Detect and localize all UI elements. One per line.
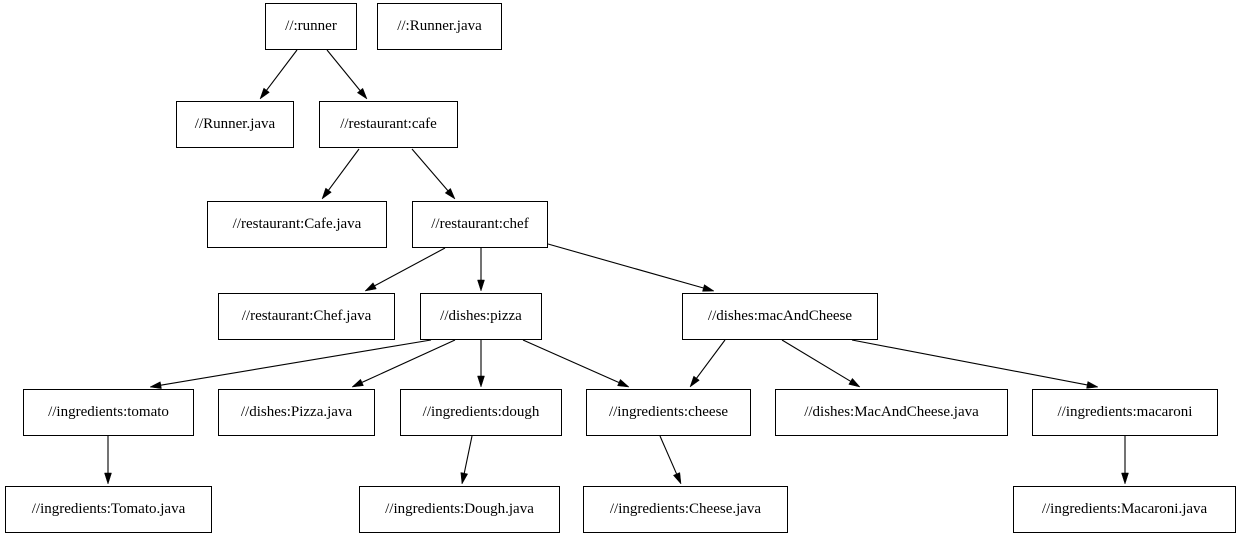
edge-arrowhead-icon bbox=[702, 284, 715, 292]
edge-line bbox=[374, 247, 446, 287]
graph-edge-dishes_pizza-to-dishes_pizza_java bbox=[351, 339, 456, 388]
edge-line bbox=[160, 339, 432, 386]
graph-node-label: //ingredients:macaroni bbox=[1057, 404, 1193, 420]
edge-line bbox=[328, 148, 360, 191]
graph-node-label: //restaurant:chef bbox=[431, 216, 529, 232]
edge-line bbox=[266, 49, 298, 91]
edge-arrowhead-icon bbox=[321, 187, 332, 200]
graph-node-runner_java_root[interactable]: //:Runner.java bbox=[377, 3, 502, 50]
graph-node-runner[interactable]: //:runner bbox=[265, 3, 357, 50]
graph-edge-runner-to-runner_java bbox=[259, 49, 298, 100]
graph-edge-dishes_macandcheese-to-dishes_macandcheese_java bbox=[781, 339, 861, 388]
edge-arrowhead-icon bbox=[477, 375, 485, 388]
graph-node-restaurant_cafe_java[interactable]: //restaurant:Cafe.java bbox=[207, 201, 387, 248]
graph-node-dishes_pizza_java[interactable]: //dishes:Pizza.java bbox=[218, 389, 375, 436]
graph-node-restaurant_cafe[interactable]: //restaurant:cafe bbox=[319, 101, 458, 148]
graph-node-label: //:runner bbox=[285, 18, 337, 34]
graph-edge-dishes_pizza-to-ing_dough bbox=[477, 340, 485, 388]
graph-node-ing_tomato[interactable]: //ingredients:tomato bbox=[23, 389, 194, 436]
graph-node-label: //ingredients:tomato bbox=[48, 404, 169, 420]
graph-node-label: //restaurant:Cafe.java bbox=[232, 216, 362, 232]
edge-arrowhead-icon bbox=[444, 187, 456, 200]
edge-arrowhead-icon bbox=[477, 279, 485, 292]
edge-line bbox=[696, 339, 726, 379]
graph-node-dishes_macandcheese[interactable]: //dishes:macAndCheese bbox=[682, 293, 878, 340]
edge-arrowhead-icon bbox=[104, 472, 112, 485]
graph-node-label: //restaurant:Chef.java bbox=[241, 308, 372, 324]
edge-line bbox=[411, 148, 449, 192]
graph-edge-restaurant_chef-to-restaurant_chef_java bbox=[364, 247, 446, 292]
graph-node-label: //ingredients:Cheese.java bbox=[609, 501, 762, 517]
edge-line bbox=[851, 339, 1088, 386]
graph-edge-restaurant_chef-to-dishes_macandcheese bbox=[547, 243, 715, 292]
graph-edge-dishes_pizza-to-ing_tomato bbox=[149, 339, 432, 389]
edge-line bbox=[463, 435, 473, 474]
graph-node-label: //ingredients:Macaroni.java bbox=[1041, 501, 1208, 517]
graph-node-label: //Runner.java bbox=[194, 116, 276, 132]
graph-edge-ing_cheese-to-ing_cheese_java bbox=[659, 435, 682, 485]
graph-edge-ing_dough-to-ing_dough_java bbox=[460, 435, 473, 485]
graph-node-ing_cheese[interactable]: //ingredients:cheese bbox=[586, 389, 751, 436]
graph-edge-runner-to-restaurant_cafe bbox=[326, 49, 368, 100]
edge-arrowhead-icon bbox=[848, 377, 861, 388]
edge-arrowhead-icon bbox=[351, 378, 364, 388]
graph-edge-restaurant_chef-to-dishes_pizza bbox=[477, 248, 485, 292]
graph-edge-ing_macaroni-to-ing_macaroni_java bbox=[1121, 436, 1129, 485]
graph-node-label: //dishes:pizza bbox=[440, 308, 522, 324]
graph-node-label: //ingredients:cheese bbox=[608, 404, 729, 420]
graph-node-ing_dough_java[interactable]: //ingredients:Dough.java bbox=[359, 486, 560, 533]
graph-edge-ing_tomato-to-ing_tomato_java bbox=[104, 436, 112, 485]
graph-node-label: //ingredients:dough bbox=[422, 404, 540, 420]
edge-arrowhead-icon bbox=[689, 375, 700, 388]
graph-node-ing_macaroni_java[interactable]: //ingredients:Macaroni.java bbox=[1013, 486, 1236, 533]
edge-arrowhead-icon bbox=[460, 472, 469, 485]
edge-arrowhead-icon bbox=[356, 87, 368, 100]
graph-node-ing_tomato_java[interactable]: //ingredients:Tomato.java bbox=[5, 486, 212, 533]
edge-arrowhead-icon bbox=[1086, 381, 1099, 389]
graph-edge-dishes_macandcheese-to-ing_macaroni bbox=[851, 339, 1099, 389]
graph-node-ing_dough[interactable]: //ingredients:dough bbox=[400, 389, 562, 436]
graph-node-label: //ingredients:Dough.java bbox=[385, 501, 534, 517]
graph-node-restaurant_chef[interactable]: //restaurant:chef bbox=[412, 201, 548, 248]
edge-arrowhead-icon bbox=[672, 472, 682, 485]
edge-line bbox=[781, 339, 851, 382]
graph-node-label: //dishes:MacAndCheese.java bbox=[804, 404, 979, 420]
graph-edge-dishes_macandcheese-to-ing_cheese bbox=[689, 339, 726, 388]
graph-node-label: //:Runner.java bbox=[397, 18, 482, 34]
graph-node-label: //dishes:macAndCheese bbox=[707, 308, 853, 324]
graph-node-label: //restaurant:cafe bbox=[340, 116, 437, 132]
graph-edge-dishes_pizza-to-ing_cheese bbox=[522, 339, 630, 388]
edge-line bbox=[326, 49, 361, 91]
graph-node-dishes_macandcheese_java[interactable]: //dishes:MacAndCheese.java bbox=[775, 389, 1008, 436]
edge-arrowhead-icon bbox=[617, 378, 630, 388]
edge-line bbox=[659, 435, 678, 475]
edge-arrowhead-icon bbox=[259, 87, 270, 100]
graph-node-label: //ingredients:Tomato.java bbox=[31, 501, 186, 517]
edge-arrowhead-icon bbox=[1121, 472, 1129, 485]
graph-node-runner_java[interactable]: //Runner.java bbox=[176, 101, 294, 148]
edge-line bbox=[547, 243, 704, 289]
edge-arrowhead-icon bbox=[364, 282, 377, 292]
graph-node-ing_cheese_java[interactable]: //ingredients:Cheese.java bbox=[583, 486, 788, 533]
edge-line bbox=[522, 339, 620, 384]
graph-edge-restaurant_cafe-to-restaurant_chef bbox=[411, 148, 456, 200]
edge-arrowhead-icon bbox=[149, 381, 162, 389]
graph-node-ing_macaroni[interactable]: //ingredients:macaroni bbox=[1032, 389, 1218, 436]
graph-node-dishes_pizza[interactable]: //dishes:pizza bbox=[420, 293, 542, 340]
graph-node-restaurant_chef_java[interactable]: //restaurant:Chef.java bbox=[218, 293, 395, 340]
graph-node-label: //dishes:Pizza.java bbox=[240, 404, 353, 420]
edge-line bbox=[361, 339, 456, 383]
graph-edge-restaurant_cafe-to-restaurant_cafe_java bbox=[321, 148, 360, 200]
